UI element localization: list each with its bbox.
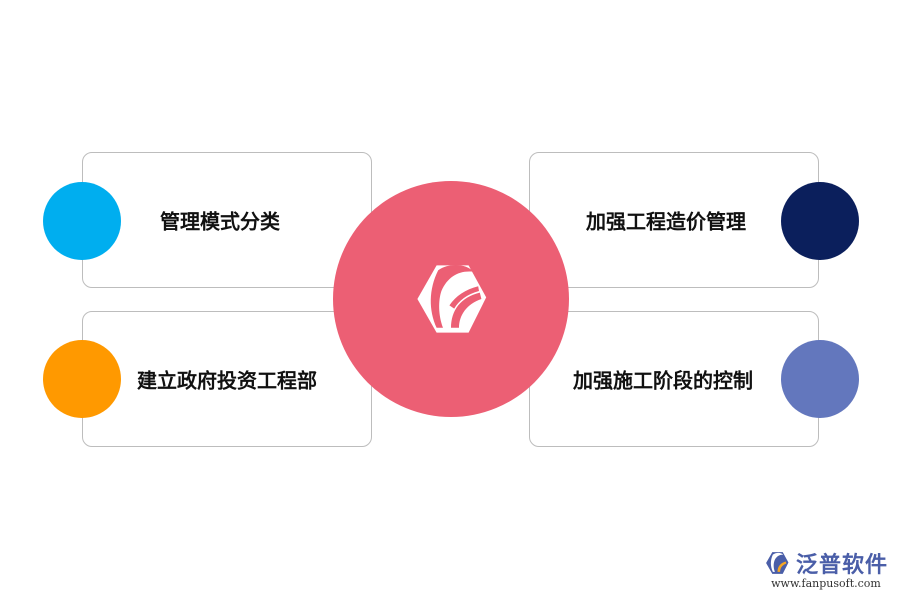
card-label-top-left: 管理模式分类 (160, 209, 280, 234)
card-label-top-right: 加强工程造价管理 (586, 209, 746, 234)
card-label-bottom-left: 建立政府投资工程部 (137, 368, 317, 393)
brand-watermark: 泛普软件 www.fanpusoft.com (764, 547, 888, 590)
brand-logo-icon (766, 552, 789, 574)
card-bottom-left: 建立政府投资工程部 (82, 311, 372, 447)
brand-url: www.fanpusoft.com (771, 577, 881, 590)
dot-bottom-right (781, 340, 859, 418)
brand-name: 泛普软件 (795, 553, 888, 578)
card-top-right: 加强工程造价管理 (529, 152, 819, 288)
logo-icon (417, 264, 487, 333)
card-top-left: 管理模式分类 (82, 152, 372, 288)
card-bottom-right: 加强施工阶段的控制 (529, 311, 819, 447)
dot-top-right (781, 182, 859, 260)
dot-top-left (43, 182, 121, 260)
center-circle (333, 181, 569, 417)
dot-bottom-left (43, 340, 121, 418)
card-label-bottom-right: 加强施工阶段的控制 (573, 368, 753, 393)
